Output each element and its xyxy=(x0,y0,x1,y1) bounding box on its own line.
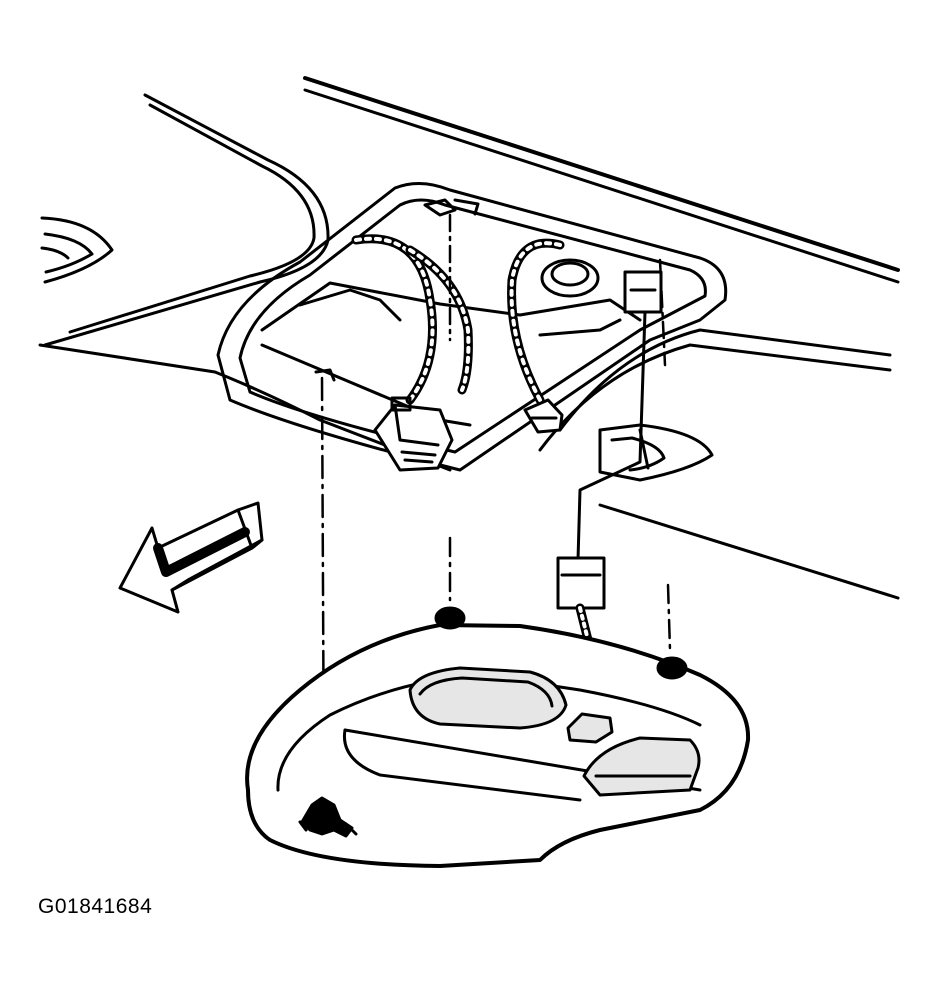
electrical-connector-main xyxy=(373,396,454,472)
electrical-connector-small xyxy=(523,398,564,434)
visor-clip-left xyxy=(40,216,114,284)
mounting-nut-left xyxy=(434,606,466,630)
console-lamp-lens-left xyxy=(408,666,568,730)
figure-code: G01841684 xyxy=(38,895,153,918)
wiring-harness xyxy=(351,234,565,405)
mounting-nut-right xyxy=(656,656,688,680)
console-lamp-lens-right xyxy=(582,736,701,797)
overhead-console-housing xyxy=(245,623,751,868)
retaining-clip xyxy=(298,796,358,838)
roof-opening xyxy=(216,182,728,472)
front-direction-arrow xyxy=(118,501,264,614)
console-switch xyxy=(566,712,614,744)
